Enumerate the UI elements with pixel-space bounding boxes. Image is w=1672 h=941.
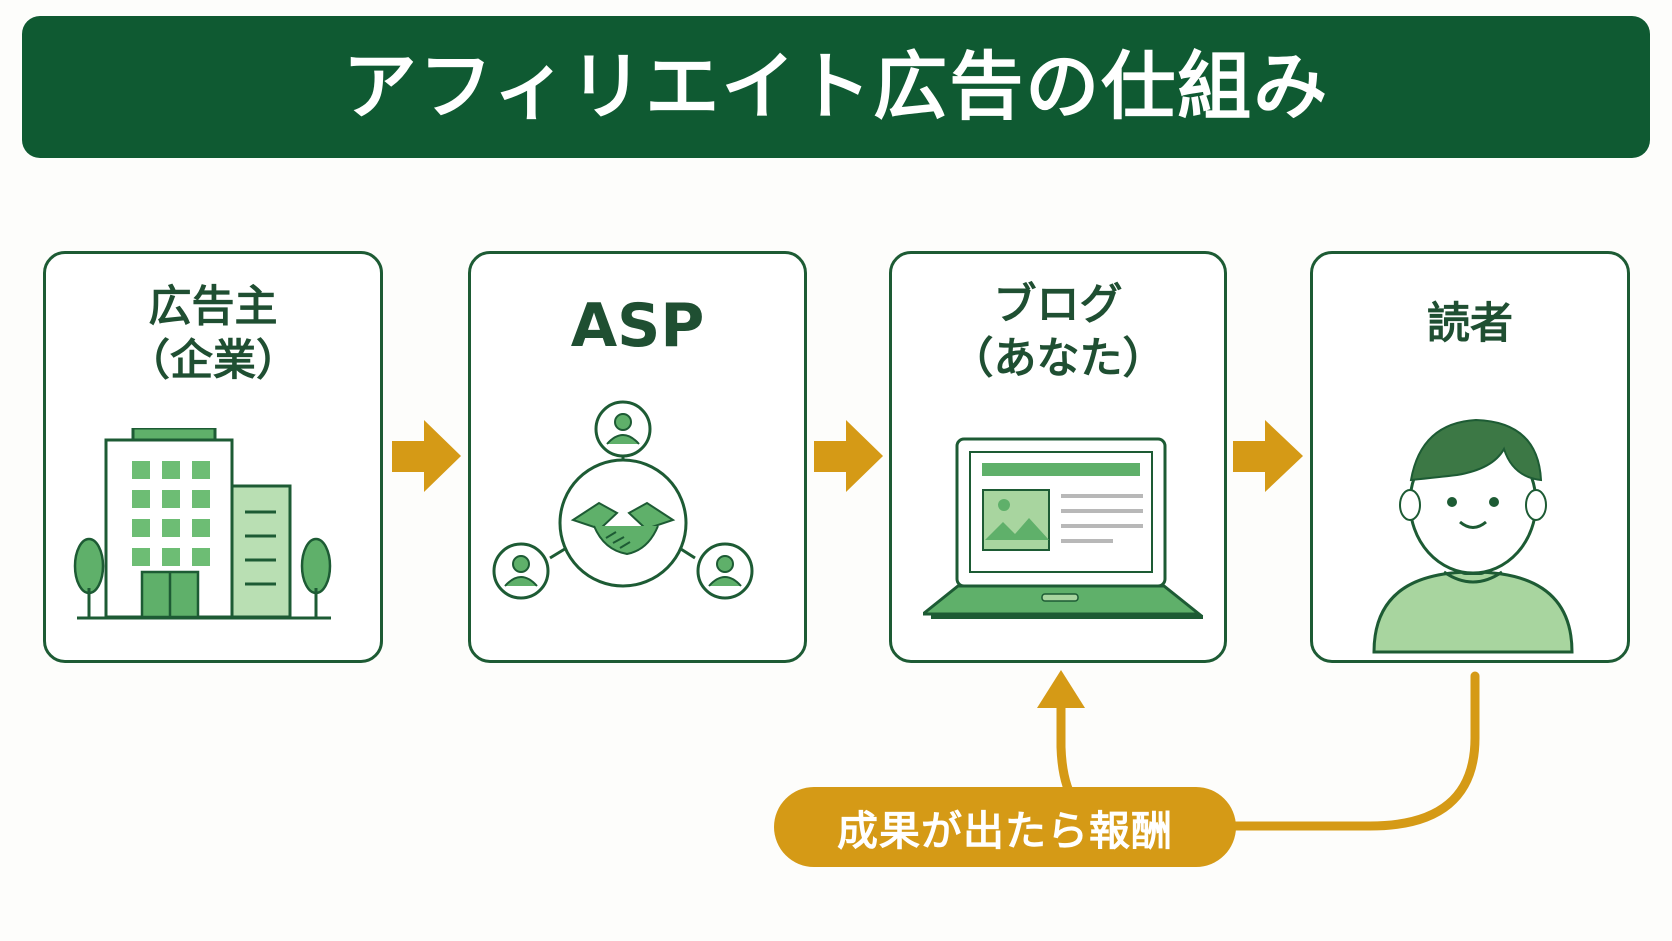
arrow-right-3 — [1233, 420, 1303, 492]
asp-label: ASP — [471, 289, 804, 364]
building-icon — [73, 428, 332, 620]
reader-card: 読者 — [1310, 251, 1630, 663]
page-title: アフィリエイト広告の仕組み — [342, 44, 1330, 130]
advertiser-label-line1: 広告主 — [148, 282, 278, 332]
reward-pill: 成果が出たら報酬 — [774, 787, 1236, 867]
blog-label: ブログ （あなた） — [892, 279, 1224, 387]
arrow-right-2 — [814, 420, 883, 492]
advertiser-label: 広告主 （企業） — [46, 281, 380, 389]
blog-card: ブログ （あなた） — [889, 251, 1227, 663]
network-handshake-icon — [492, 400, 754, 600]
return-line-from-reader — [1227, 671, 1480, 831]
reader-label: 読者 — [1313, 298, 1627, 352]
arrow-right-1 — [392, 420, 461, 492]
asp-card: ASP — [468, 251, 807, 663]
asp-label-line1: ASP — [570, 291, 705, 361]
reader-label-line1: 読者 — [1427, 299, 1513, 349]
title-bar: アフィリエイト広告の仕組み — [22, 16, 1650, 158]
blog-label-line2: （あなた） — [950, 333, 1166, 384]
reader-person-icon — [1372, 418, 1574, 654]
laptop-blog-icon — [923, 437, 1204, 619]
advertiser-label-line2: （企業） — [127, 335, 299, 386]
advertiser-card: 広告主 （企業） — [43, 251, 383, 663]
up-arrow-to-blog — [1037, 670, 1085, 708]
blog-label-line1: ブログ — [993, 280, 1123, 330]
